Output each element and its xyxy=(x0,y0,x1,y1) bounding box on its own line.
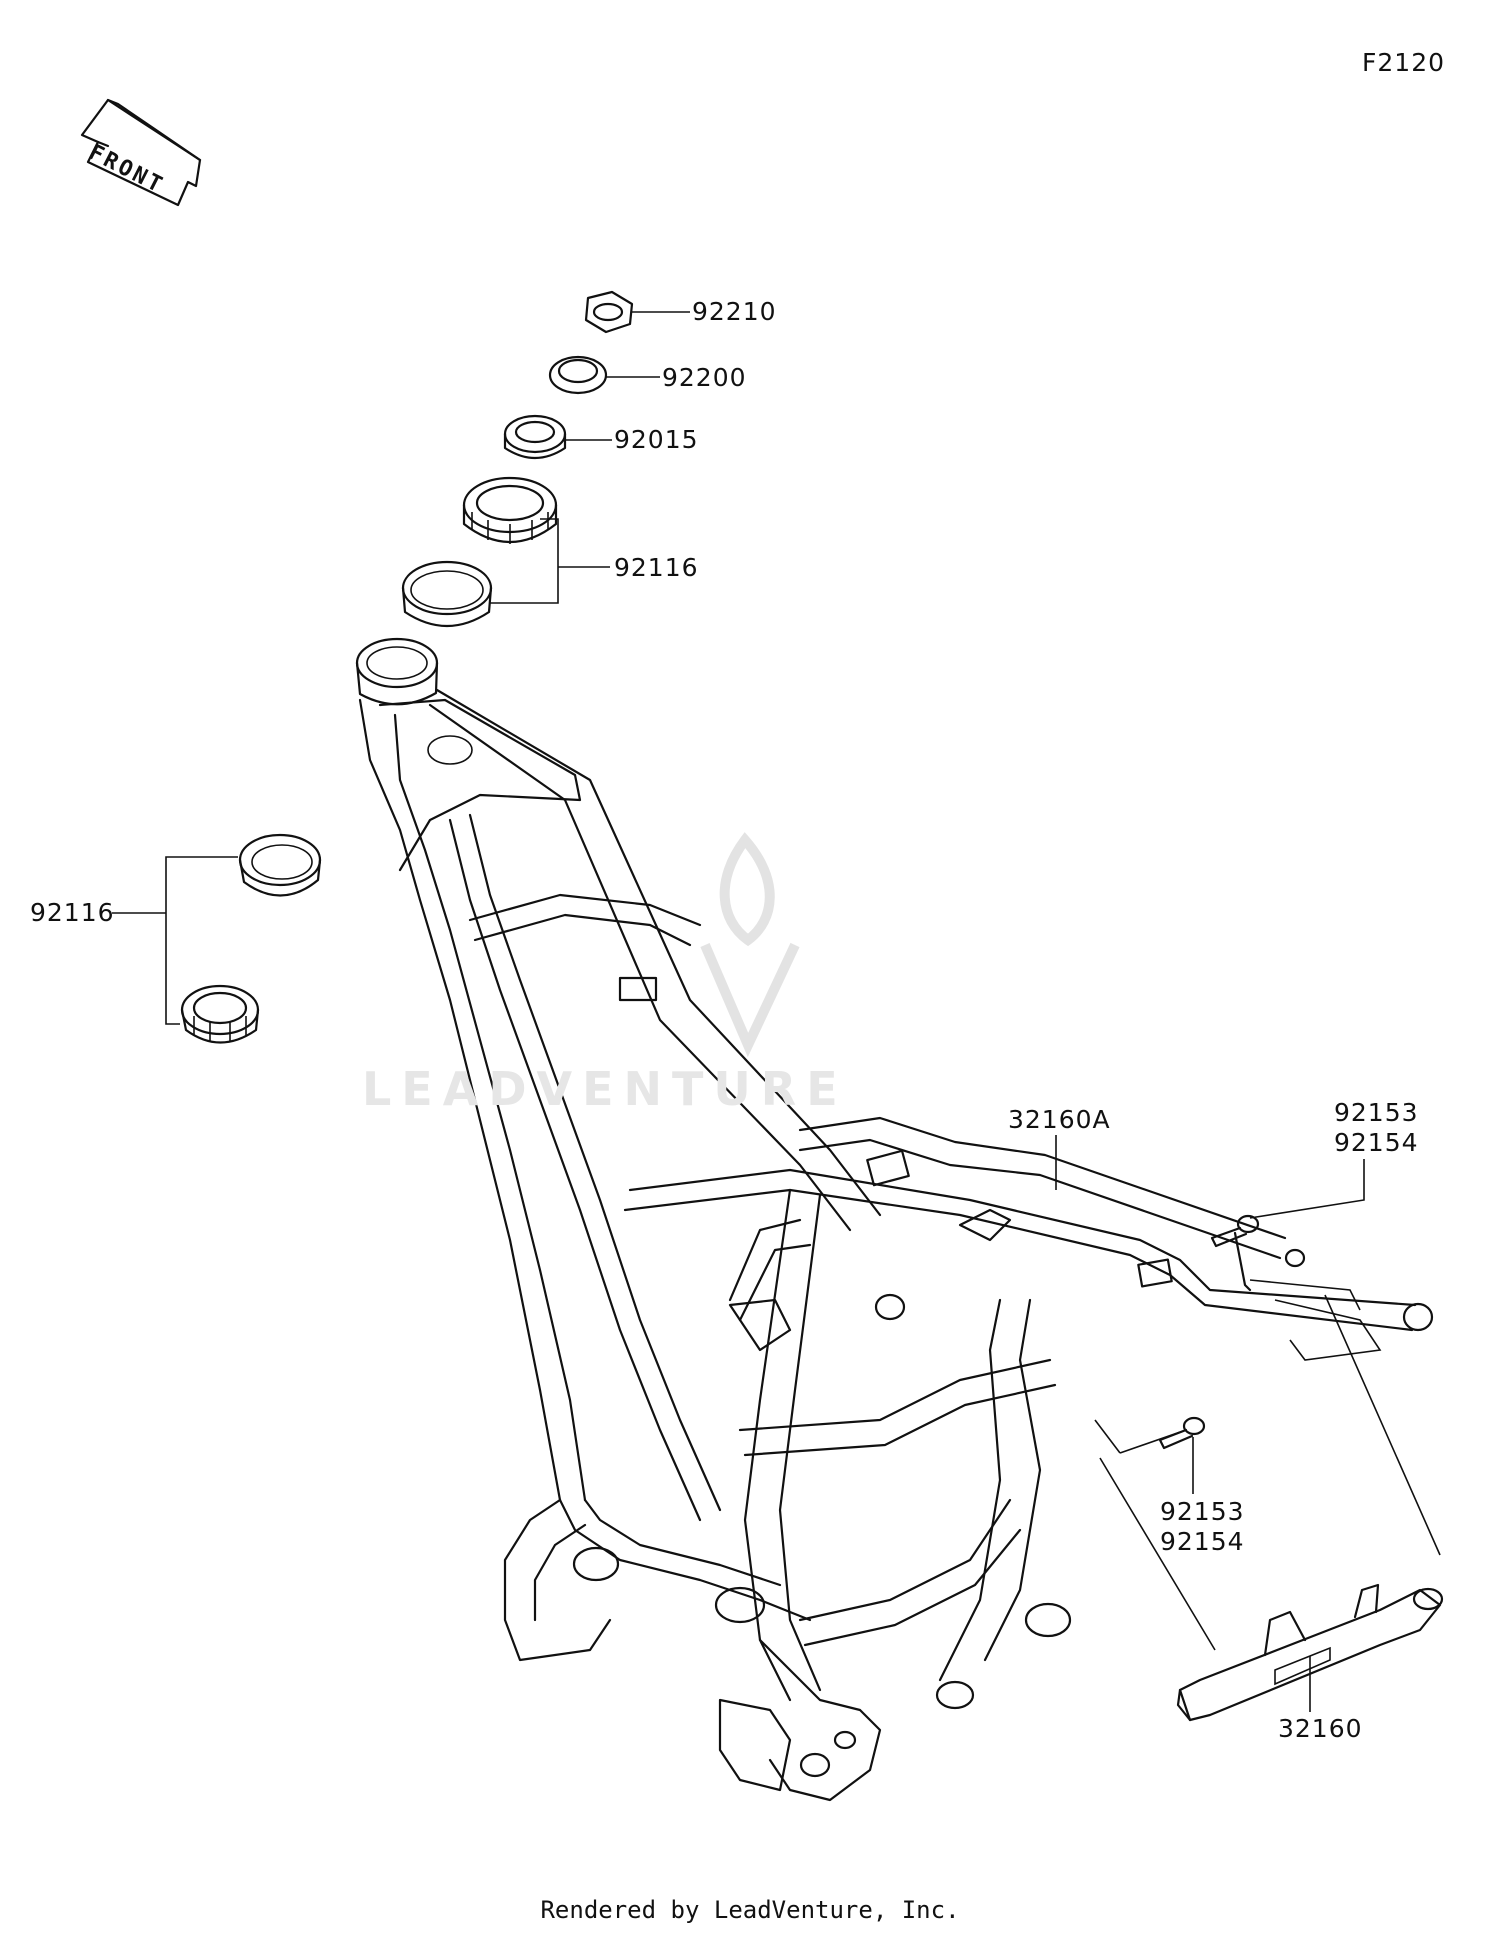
race-92116-lower-icon xyxy=(238,833,322,897)
leader-32160-assembly xyxy=(1099,1294,1441,1651)
part-label-92153-upper: 92153 xyxy=(1334,1098,1419,1127)
motorcycle-frame xyxy=(355,637,1434,1802)
nut-92210-icon xyxy=(584,290,634,334)
part-label-92154-upper: 92154 xyxy=(1334,1128,1419,1157)
leader-92153-lower-branch xyxy=(1094,1419,1187,1454)
watermark-text: LEADVENTURE xyxy=(362,1062,848,1116)
part-label-92116-upper: 92116 xyxy=(614,553,699,582)
part-label-32160: 32160 xyxy=(1278,1714,1363,1743)
part-label-92015: 92015 xyxy=(614,425,699,454)
part-label-92116-lower: 92116 xyxy=(30,898,115,927)
part-label-92153-lower: 92153 xyxy=(1160,1497,1245,1526)
watermark-logo xyxy=(700,832,800,1058)
bolt-92153-upper-icon xyxy=(1210,1214,1260,1248)
leader-92116-upper xyxy=(490,518,610,604)
nut-92015-icon xyxy=(503,414,567,459)
part-label-92210: 92210 xyxy=(692,297,777,326)
part-label-92200: 92200 xyxy=(662,363,747,392)
leader-92153-upper xyxy=(1249,1159,1365,1219)
front-arrow-icon xyxy=(80,98,202,207)
rail-32160-icon xyxy=(1176,1583,1444,1722)
race-92116-upper-icon xyxy=(401,560,493,628)
render-credit: Rendered by LeadVenture, Inc. xyxy=(540,1896,960,1924)
diagram-code-label: F2120 xyxy=(1362,48,1446,77)
bearing-92116-upper-icon xyxy=(462,476,558,544)
part-label-32160A: 32160A xyxy=(1008,1105,1111,1134)
leader-92116-lower xyxy=(112,856,238,1025)
bearing-92116-lower-icon xyxy=(180,984,260,1044)
part-label-92154-lower: 92154 xyxy=(1160,1527,1245,1556)
bolt-92153-lower-icon xyxy=(1158,1416,1206,1450)
washer-92200-icon xyxy=(548,355,608,395)
